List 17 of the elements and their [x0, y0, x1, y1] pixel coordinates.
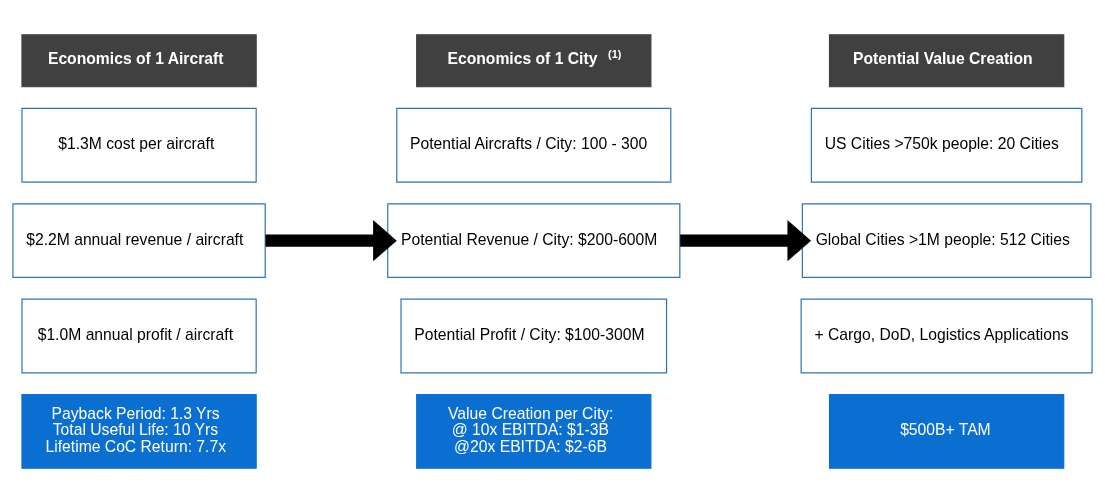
- node-box: $500B+ TAM: [828, 393, 1065, 469]
- node-box: Global Cities >1M people: 512 Cities: [801, 203, 1092, 279]
- node-box: $1.0M annual profit / aircraft: [21, 298, 257, 374]
- node-box: Potential Aircrafts / City: 100 - 300: [396, 107, 672, 183]
- node-box: Payback Period: 1.3 Yrs Total Useful Life: 10 Yrs Lifetime CoC Return: 7.7x: [21, 393, 257, 469]
- node-box: Value Creation per City: @ 10x EBITDA: $1-3B @20x EBITDA: $2-6B: [416, 393, 652, 469]
- node-box: Economics of 1 City $^{(1)}$: [416, 34, 652, 88]
- node-box: $2.2M annual revenue / aircraft: [12, 203, 266, 279]
- node-box: Potential Profit / City: $100-300M: [400, 298, 668, 374]
- node-box: Economics of 1 Aircraft: [21, 34, 257, 88]
- node-box: US Cities >750k people: 20 Cities: [810, 107, 1083, 183]
- node-box: Potential Revenue / City: $200-600M: [387, 203, 681, 279]
- node-box: $1.3M cost per aircraft: [21, 107, 257, 183]
- arrow: [265, 219, 397, 262]
- arrow: [680, 219, 812, 262]
- node-box: + Cargo, DoD, Logistics Applications: [800, 298, 1093, 374]
- node-box: Potential Value Creation: [828, 34, 1065, 88]
